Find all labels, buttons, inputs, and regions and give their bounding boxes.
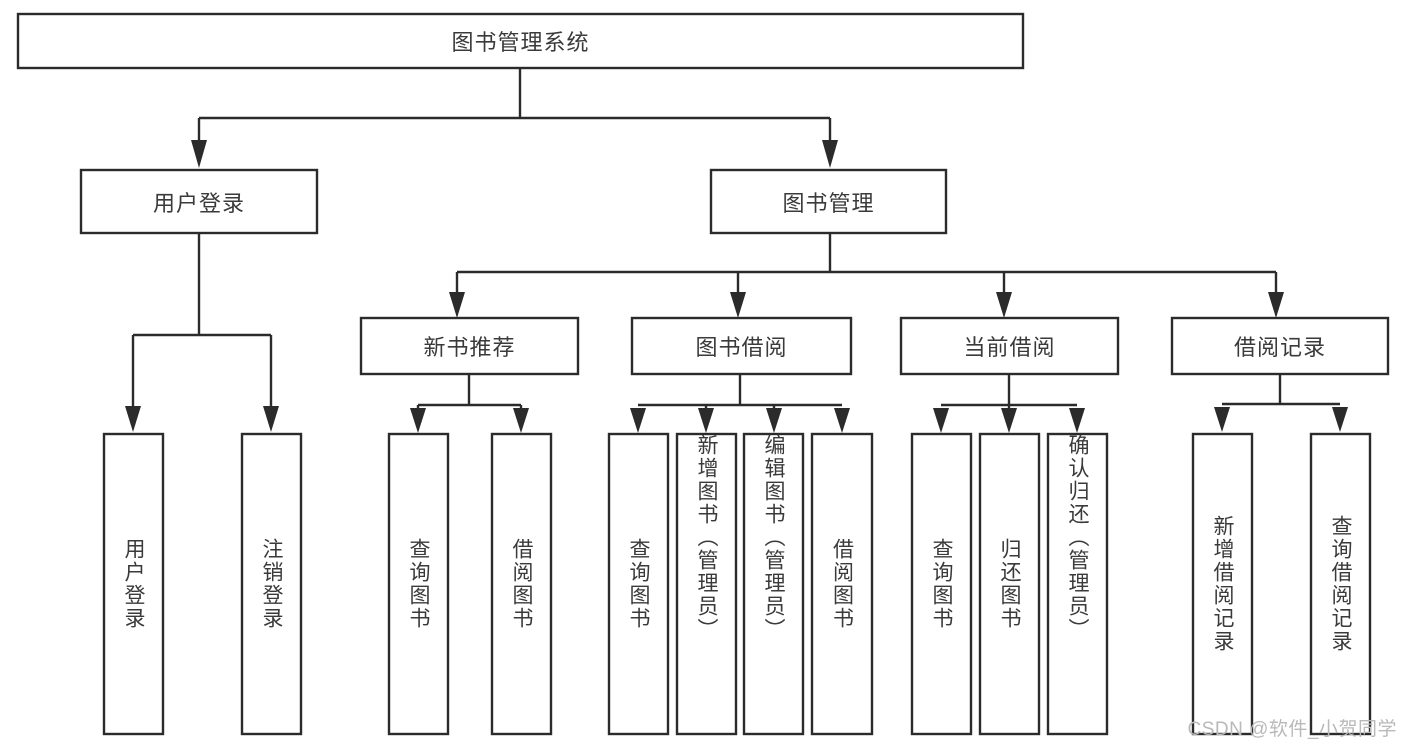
leaf-current-borrow-2[interactable] bbox=[978, 432, 1041, 736]
arrowhead-borrow-records bbox=[1268, 292, 1284, 318]
leaf-borrow-records-2[interactable] bbox=[1309, 432, 1372, 736]
arrowhead-bb-leaf3 bbox=[766, 408, 782, 433]
arrowhead-cb-leaf3 bbox=[1069, 408, 1085, 433]
edges-new-book-to-leaves bbox=[410, 374, 529, 433]
arrowhead-br-leaf2 bbox=[1332, 407, 1348, 432]
edges-current-borrow-to-leaves bbox=[933, 374, 1085, 433]
node-current-borrow[interactable] bbox=[899, 316, 1120, 376]
leaf-new-book-1[interactable] bbox=[387, 432, 450, 736]
node-new-book-recommend[interactable] bbox=[359, 316, 580, 376]
node-borrow-records[interactable] bbox=[1170, 316, 1390, 376]
arrowhead-current-borrow bbox=[996, 292, 1012, 318]
arrowhead-book-borrow bbox=[730, 292, 746, 318]
arrowhead-new-book bbox=[449, 292, 465, 318]
csdn-watermark: CSDN @软件_小贺同学 bbox=[1187, 719, 1397, 740]
leaf-current-borrow-3[interactable] bbox=[1046, 432, 1109, 736]
node-book-management[interactable] bbox=[709, 168, 948, 235]
edges-book-borrow-to-leaves bbox=[630, 374, 850, 433]
edges-borrow-records-to-leaves bbox=[1214, 374, 1348, 432]
arrowhead-cb-leaf2 bbox=[1001, 408, 1017, 433]
leaf-book-borrow-3[interactable] bbox=[742, 432, 805, 736]
arrowhead-book-mgmt bbox=[822, 140, 838, 168]
arrowhead-nb-leaf1 bbox=[410, 408, 426, 433]
edges-user-login-to-leaves bbox=[125, 233, 279, 432]
node-user-login[interactable] bbox=[79, 168, 319, 235]
edges-book-mgmt-to-level3 bbox=[449, 233, 1284, 318]
leaf-borrow-records-1[interactable] bbox=[1191, 432, 1254, 736]
arrowhead-ul-leaf1 bbox=[125, 406, 141, 432]
arrowhead-nb-leaf2 bbox=[513, 408, 529, 433]
node-root[interactable] bbox=[16, 12, 1025, 70]
leaf-new-book-2[interactable] bbox=[490, 432, 553, 736]
arrowhead-bb-leaf1 bbox=[630, 408, 646, 433]
arrowhead-bb-leaf4 bbox=[834, 408, 850, 433]
leaf-book-borrow-2[interactable] bbox=[675, 432, 738, 736]
leaf-user-login-2[interactable] bbox=[240, 432, 303, 736]
leaf-current-borrow-1[interactable] bbox=[910, 432, 973, 736]
arrowhead-ul-leaf2 bbox=[263, 406, 279, 432]
edges-root-to-level2 bbox=[191, 68, 838, 168]
leaf-user-login-1[interactable] bbox=[102, 432, 165, 736]
arrowhead-user-login bbox=[191, 140, 207, 168]
arrowhead-bb-leaf2 bbox=[698, 408, 714, 433]
leaf-book-borrow-1[interactable] bbox=[607, 432, 670, 736]
node-book-borrow[interactable] bbox=[630, 316, 853, 376]
leaf-book-borrow-4[interactable] bbox=[810, 432, 874, 736]
arrowhead-br-leaf1 bbox=[1214, 407, 1230, 432]
arrowhead-cb-leaf1 bbox=[933, 408, 949, 433]
